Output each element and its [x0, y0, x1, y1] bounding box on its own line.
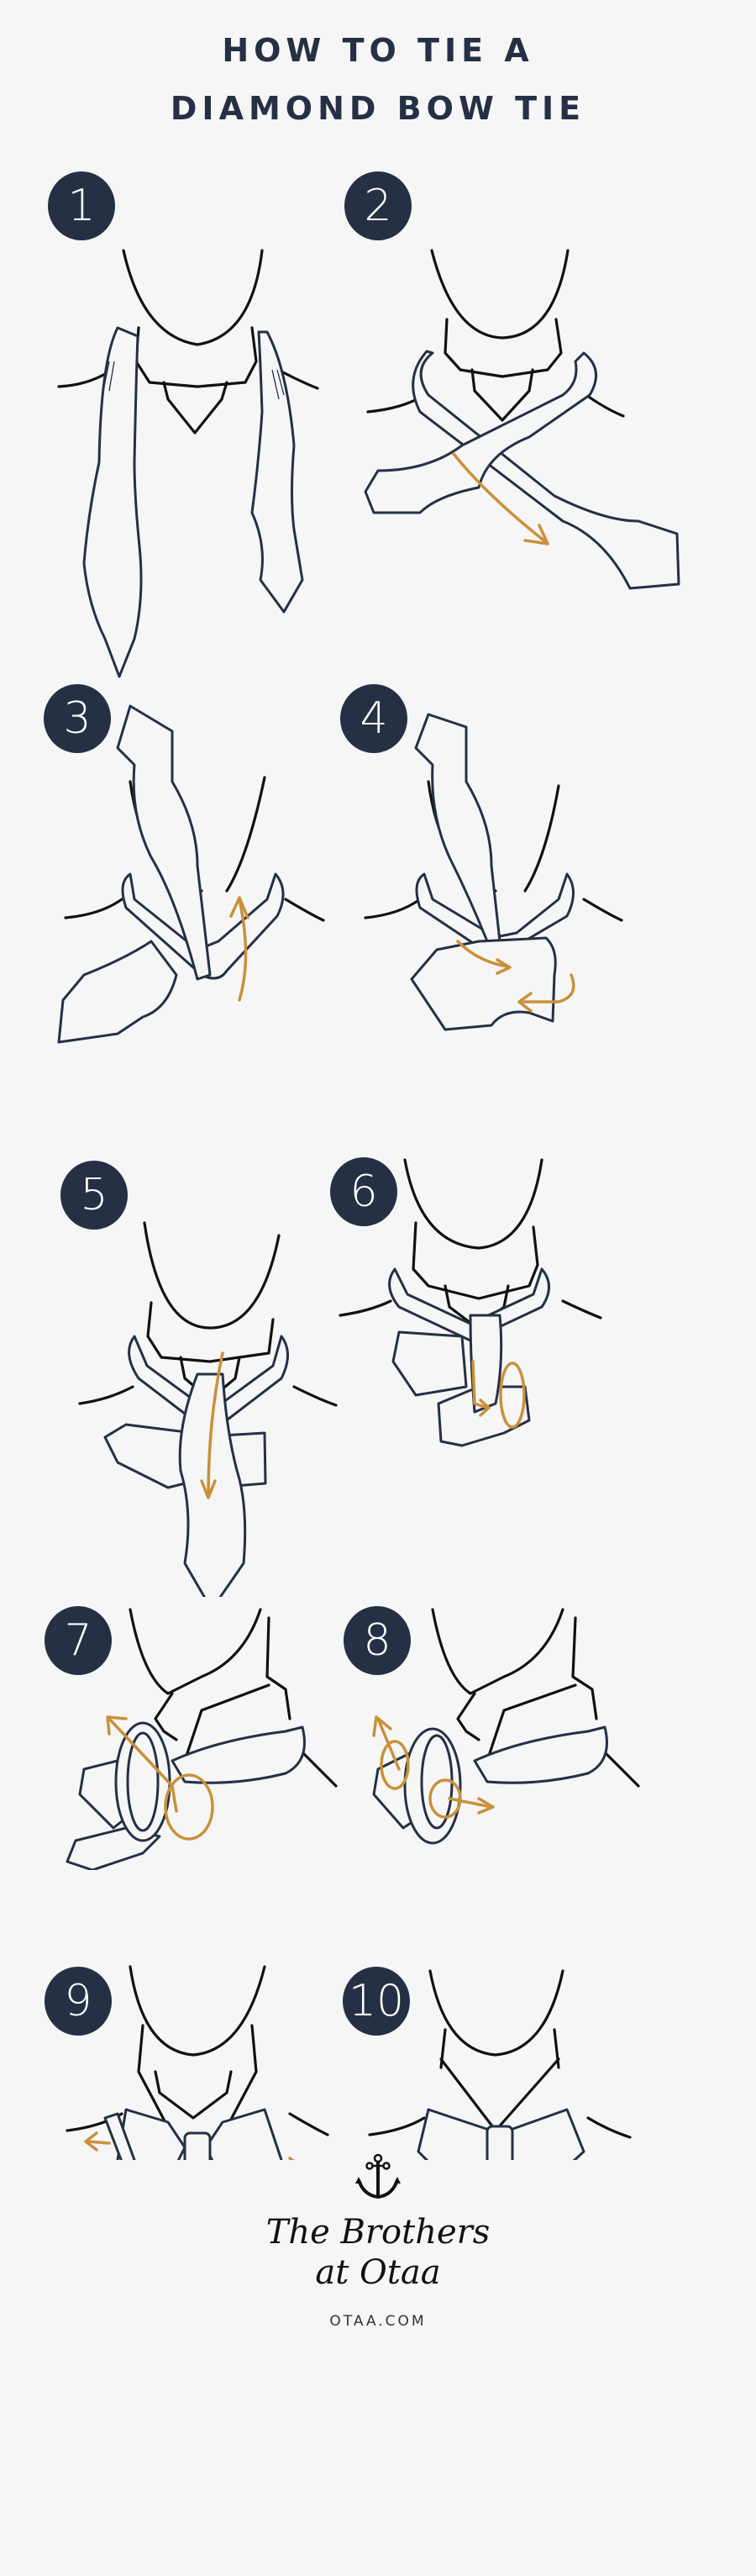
- step-8-illustration: [372, 1608, 640, 1845]
- step-10-badge: 10: [343, 1967, 410, 2036]
- step-1-illustration: [57, 249, 319, 678]
- brand-wordmark-line-1: The Brothers: [265, 2213, 491, 2252]
- anchor-icon: [355, 2153, 401, 2199]
- step-7-badge: 7: [45, 1606, 112, 1675]
- brand-url-link[interactable]: OTAA.COM: [329, 2313, 427, 2330]
- page-title-line-2: DIAMOND BOW TIE: [170, 90, 586, 127]
- step-3-illustration: [57, 704, 325, 1044]
- step-6-badge: 6: [330, 1157, 397, 1226]
- step-4-badge: 4: [340, 684, 407, 753]
- step-9-badge: 9: [45, 1967, 112, 2036]
- step-4-illustration: [364, 713, 623, 1031]
- step-8-badge: 8: [344, 1606, 411, 1675]
- step-3-badge: 3: [44, 684, 111, 753]
- step-2-badge: 2: [344, 171, 412, 240]
- step-1-badge: 1: [48, 171, 115, 240]
- step-5-badge: 5: [60, 1161, 128, 1230]
- step-7-illustration: [66, 1608, 338, 1870]
- step-5-illustration: [78, 1221, 338, 1597]
- step-10-illustration: [368, 1969, 632, 2160]
- step-2-illustration: [364, 249, 680, 590]
- brand-wordmark-line-2: at Otaa: [315, 2253, 441, 2292]
- step-6-illustration: [339, 1158, 602, 1447]
- step-9-illustration: [66, 1965, 329, 2160]
- page-title-line-1: HOW TO TIE A: [222, 32, 534, 69]
